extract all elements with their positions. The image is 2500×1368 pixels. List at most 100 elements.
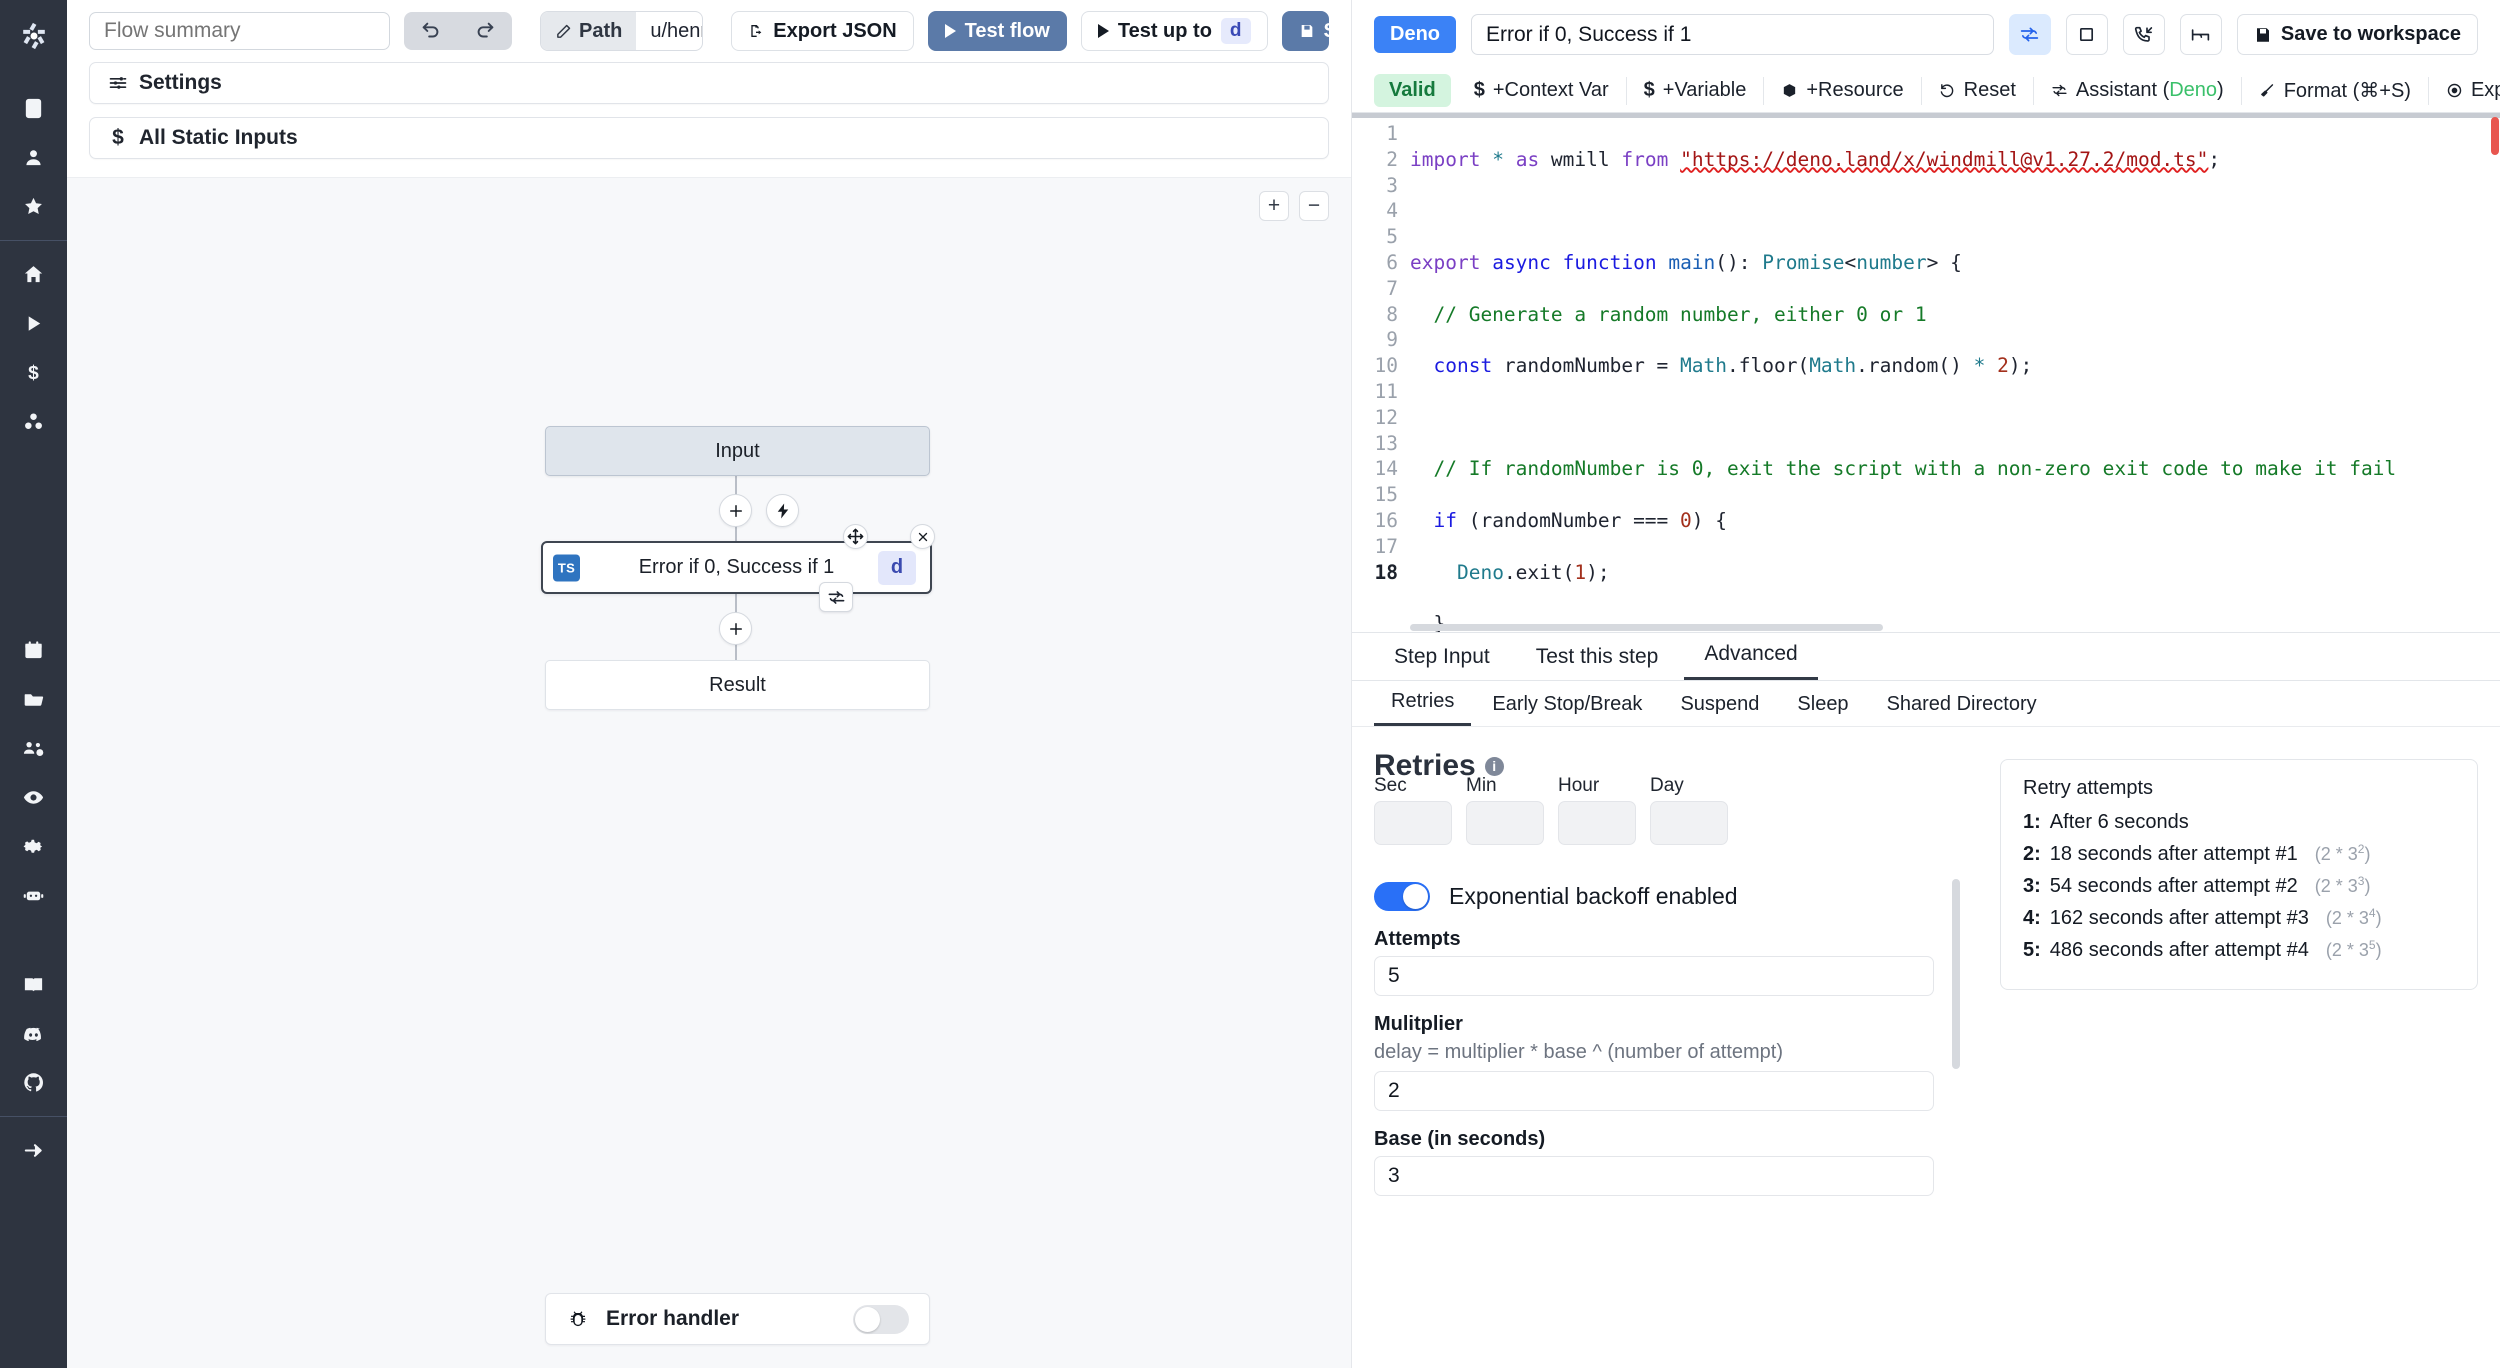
add-context-var-button[interactable]: $ +Context Var [1457,77,1626,105]
error-handler-toggle[interactable] [853,1304,909,1334]
sidebar-item-schedules[interactable] [11,626,57,675]
sidebar-item-user[interactable] [11,133,57,182]
suspend-button[interactable] [2122,14,2165,55]
language-badge-deno[interactable]: Deno [1374,16,1456,53]
flow-topbar: Path u/henri/error_generator Export JSON… [67,0,1351,62]
node-move-handle-icon[interactable] [843,524,868,549]
save-disk-icon-2 [2256,27,2269,42]
subtab-early-stop-break[interactable]: Early Stop/Break [1492,693,1643,715]
script-name-input[interactable] [1471,14,1994,55]
exponential-backoff-toggle[interactable] [1374,882,1430,911]
editor-horizontal-scrollbar[interactable] [1410,622,2484,632]
multiplier-input[interactable] [1374,1071,1934,1111]
all-static-inputs-panel-bar[interactable]: $ All Static Inputs [89,117,1329,159]
code-line-8: if (randomNumber === 0) { [1433,508,1728,532]
sidebar-item-docs[interactable] [11,960,57,1009]
code-line-9: Deno.exit(1); [1456,560,1610,584]
subtab-sleep[interactable]: Sleep [1797,693,1849,715]
explore-eye-icon [2447,83,2462,98]
add-step-button-below[interactable] [719,612,752,645]
add-context-var-label: +Context Var [1492,79,1609,101]
unit-day-input[interactable] [1650,801,1728,845]
sidebar-item-workspace[interactable] [11,84,57,133]
code-line-10: } [1410,612,1446,633]
subtab-shared-directory[interactable]: Shared Directory [1886,693,2037,715]
save-disk-icon [1301,25,1312,37]
sidebar-item-discord[interactable] [11,1009,57,1058]
tab-step-input[interactable]: Step Input [1394,645,1490,668]
save-to-workspace-button[interactable]: Save to workspace [2236,14,2478,55]
node-result[interactable]: Result [545,660,930,710]
format-brush-icon [2260,84,2273,97]
sidebar-expand-arrow-right-icon[interactable] [11,1126,57,1175]
sidebar-item-home[interactable] [11,250,57,299]
sidebar-item-workers[interactable] [11,871,57,920]
sidebar-item-resources[interactable] [11,397,57,446]
sidebar-item-variables[interactable]: $ [11,348,57,397]
undo-icon[interactable] [404,12,458,50]
node-step-error-if-0[interactable]: TS Error if 0, Success if 1 d [541,541,932,594]
add-step-button-above[interactable] [719,494,752,527]
sidebar-item-settings[interactable] [11,822,57,871]
test-flow-button[interactable]: Test flow [927,11,1067,51]
settings-panel-bar[interactable]: Settings [89,62,1329,104]
error-handler-panel[interactable]: Error handler [545,1293,930,1345]
sidebar-item-audit-logs[interactable] [11,773,57,822]
node-result-label: Result [709,673,766,696]
add-variable-button[interactable]: $ +Variable [1625,76,1764,105]
add-trigger-button[interactable] [766,494,799,527]
attempt-row-3: 3: 54 seconds after attempt #2 (2 * 33) [2023,874,2455,898]
zoom-in-button[interactable]: + [1259,191,1289,221]
assistant-button[interactable]: Assistant (Deno) [2032,76,2241,105]
format-button[interactable]: Format (⌘+S) [2240,76,2428,105]
retry-attempts-card: Retry attempts 1: After 6 seconds 2: 18 … [2000,759,2478,990]
retries-form-scrollbar[interactable] [1952,879,1960,1069]
add-resource-button[interactable]: +Resource [1763,76,1920,105]
tab-advanced[interactable]: Advanced [1684,642,1818,680]
retry-toggle-button[interactable] [2008,14,2051,55]
test-up-to-button[interactable]: Test up to d [1080,11,1268,51]
save-button[interactable]: Save [1282,11,1329,51]
path-field[interactable]: Path u/henri/error_generator [540,11,704,51]
sidebar-item-runs[interactable] [11,299,57,348]
code-line-6 [1410,405,2500,431]
unit-day-label: Day [1650,775,1684,796]
node-input[interactable]: Input [545,426,930,476]
sidebar-item-github[interactable] [11,1058,57,1107]
unit-min-input[interactable] [1466,801,1544,845]
node-step-id-badge: d [878,550,916,585]
windmill-logo-icon[interactable] [14,14,54,58]
subtab-retries[interactable]: Retries [1374,690,1472,726]
flow-summary-input[interactable] [89,12,390,50]
export-json-button[interactable]: Export JSON [731,11,914,51]
editor-vertical-scrollbar[interactable] [2486,113,2500,632]
multiplier-label: Mulitplier [1374,1013,1463,1035]
node-delete-close-icon[interactable] [910,524,935,549]
base-input[interactable] [1374,1156,1934,1196]
attempts-input[interactable] [1374,956,1934,996]
info-icon[interactable]: i [1484,756,1504,776]
sleep-button[interactable] [2179,14,2222,55]
sidebar-item-folders[interactable] [11,675,57,724]
flow-canvas[interactable]: + − Input TS Error if 0, Success if 1 d [67,177,1351,1368]
reset-button[interactable]: Reset [1920,76,2033,105]
unit-hour-input[interactable] [1558,801,1636,845]
code-content[interactable]: import * as wmill from "https://deno.lan… [1410,121,2500,633]
unit-sec: Sec [1374,775,1452,845]
subtab-suspend[interactable]: Suspend [1680,693,1760,715]
sidebar-item-favorites[interactable] [11,182,57,231]
node-retry-icon[interactable] [819,582,853,612]
tab-test-this-step[interactable]: Test this step [1535,645,1659,668]
redo-icon[interactable] [458,12,512,50]
zoom-out-button[interactable]: − [1299,191,1329,221]
settings-label: Settings [139,71,222,94]
unit-hour-label: Hour [1558,775,1600,796]
node-input-label: Input [715,439,760,462]
sidebar-item-groups[interactable] [11,724,57,773]
early-stop-button[interactable] [2065,14,2108,55]
explore-other-scripts-button[interactable]: Explore other s [2427,76,2500,105]
attempt-3-formula: (2 * 33) [2314,874,2371,896]
unit-sec-input[interactable] [1374,801,1452,845]
